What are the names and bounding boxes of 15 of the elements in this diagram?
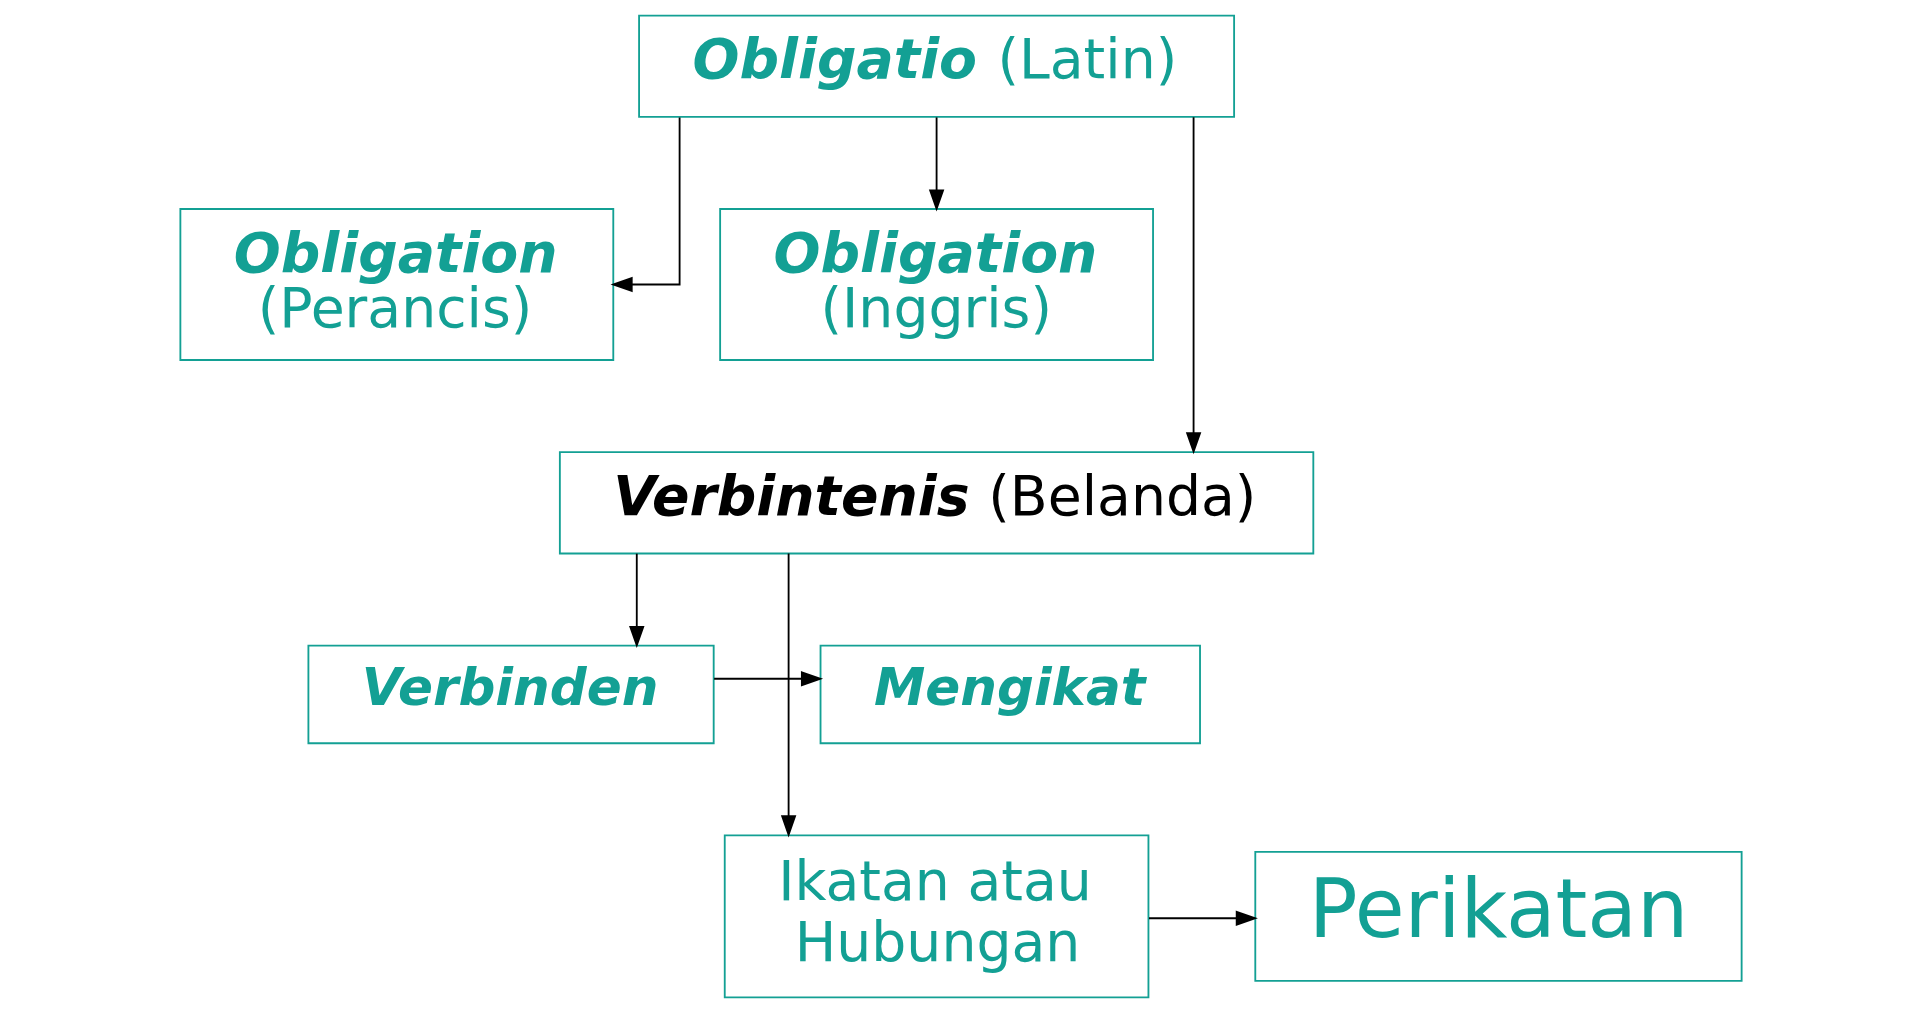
arrow bbox=[780, 552, 796, 838]
arrow bbox=[628, 552, 644, 649]
node-box: Verbintenis (Belanda) bbox=[558, 451, 1314, 555]
node-box: Ikatan atau Hubungan bbox=[723, 834, 1149, 999]
arrow bbox=[610, 116, 680, 293]
arrow bbox=[712, 671, 823, 687]
arrow bbox=[928, 116, 944, 212]
node-box: Perikatan bbox=[1253, 851, 1743, 982]
arrow bbox=[1185, 116, 1201, 455]
arrow bbox=[1147, 910, 1258, 926]
node-box: Obligatio (Latin) bbox=[637, 14, 1235, 118]
node-box: Obligation (Perancis) bbox=[178, 208, 614, 361]
node-box: Verbinden bbox=[306, 644, 715, 745]
node-box: Mengikat bbox=[819, 644, 1201, 745]
node-box: Obligation (Inggris) bbox=[718, 208, 1154, 361]
